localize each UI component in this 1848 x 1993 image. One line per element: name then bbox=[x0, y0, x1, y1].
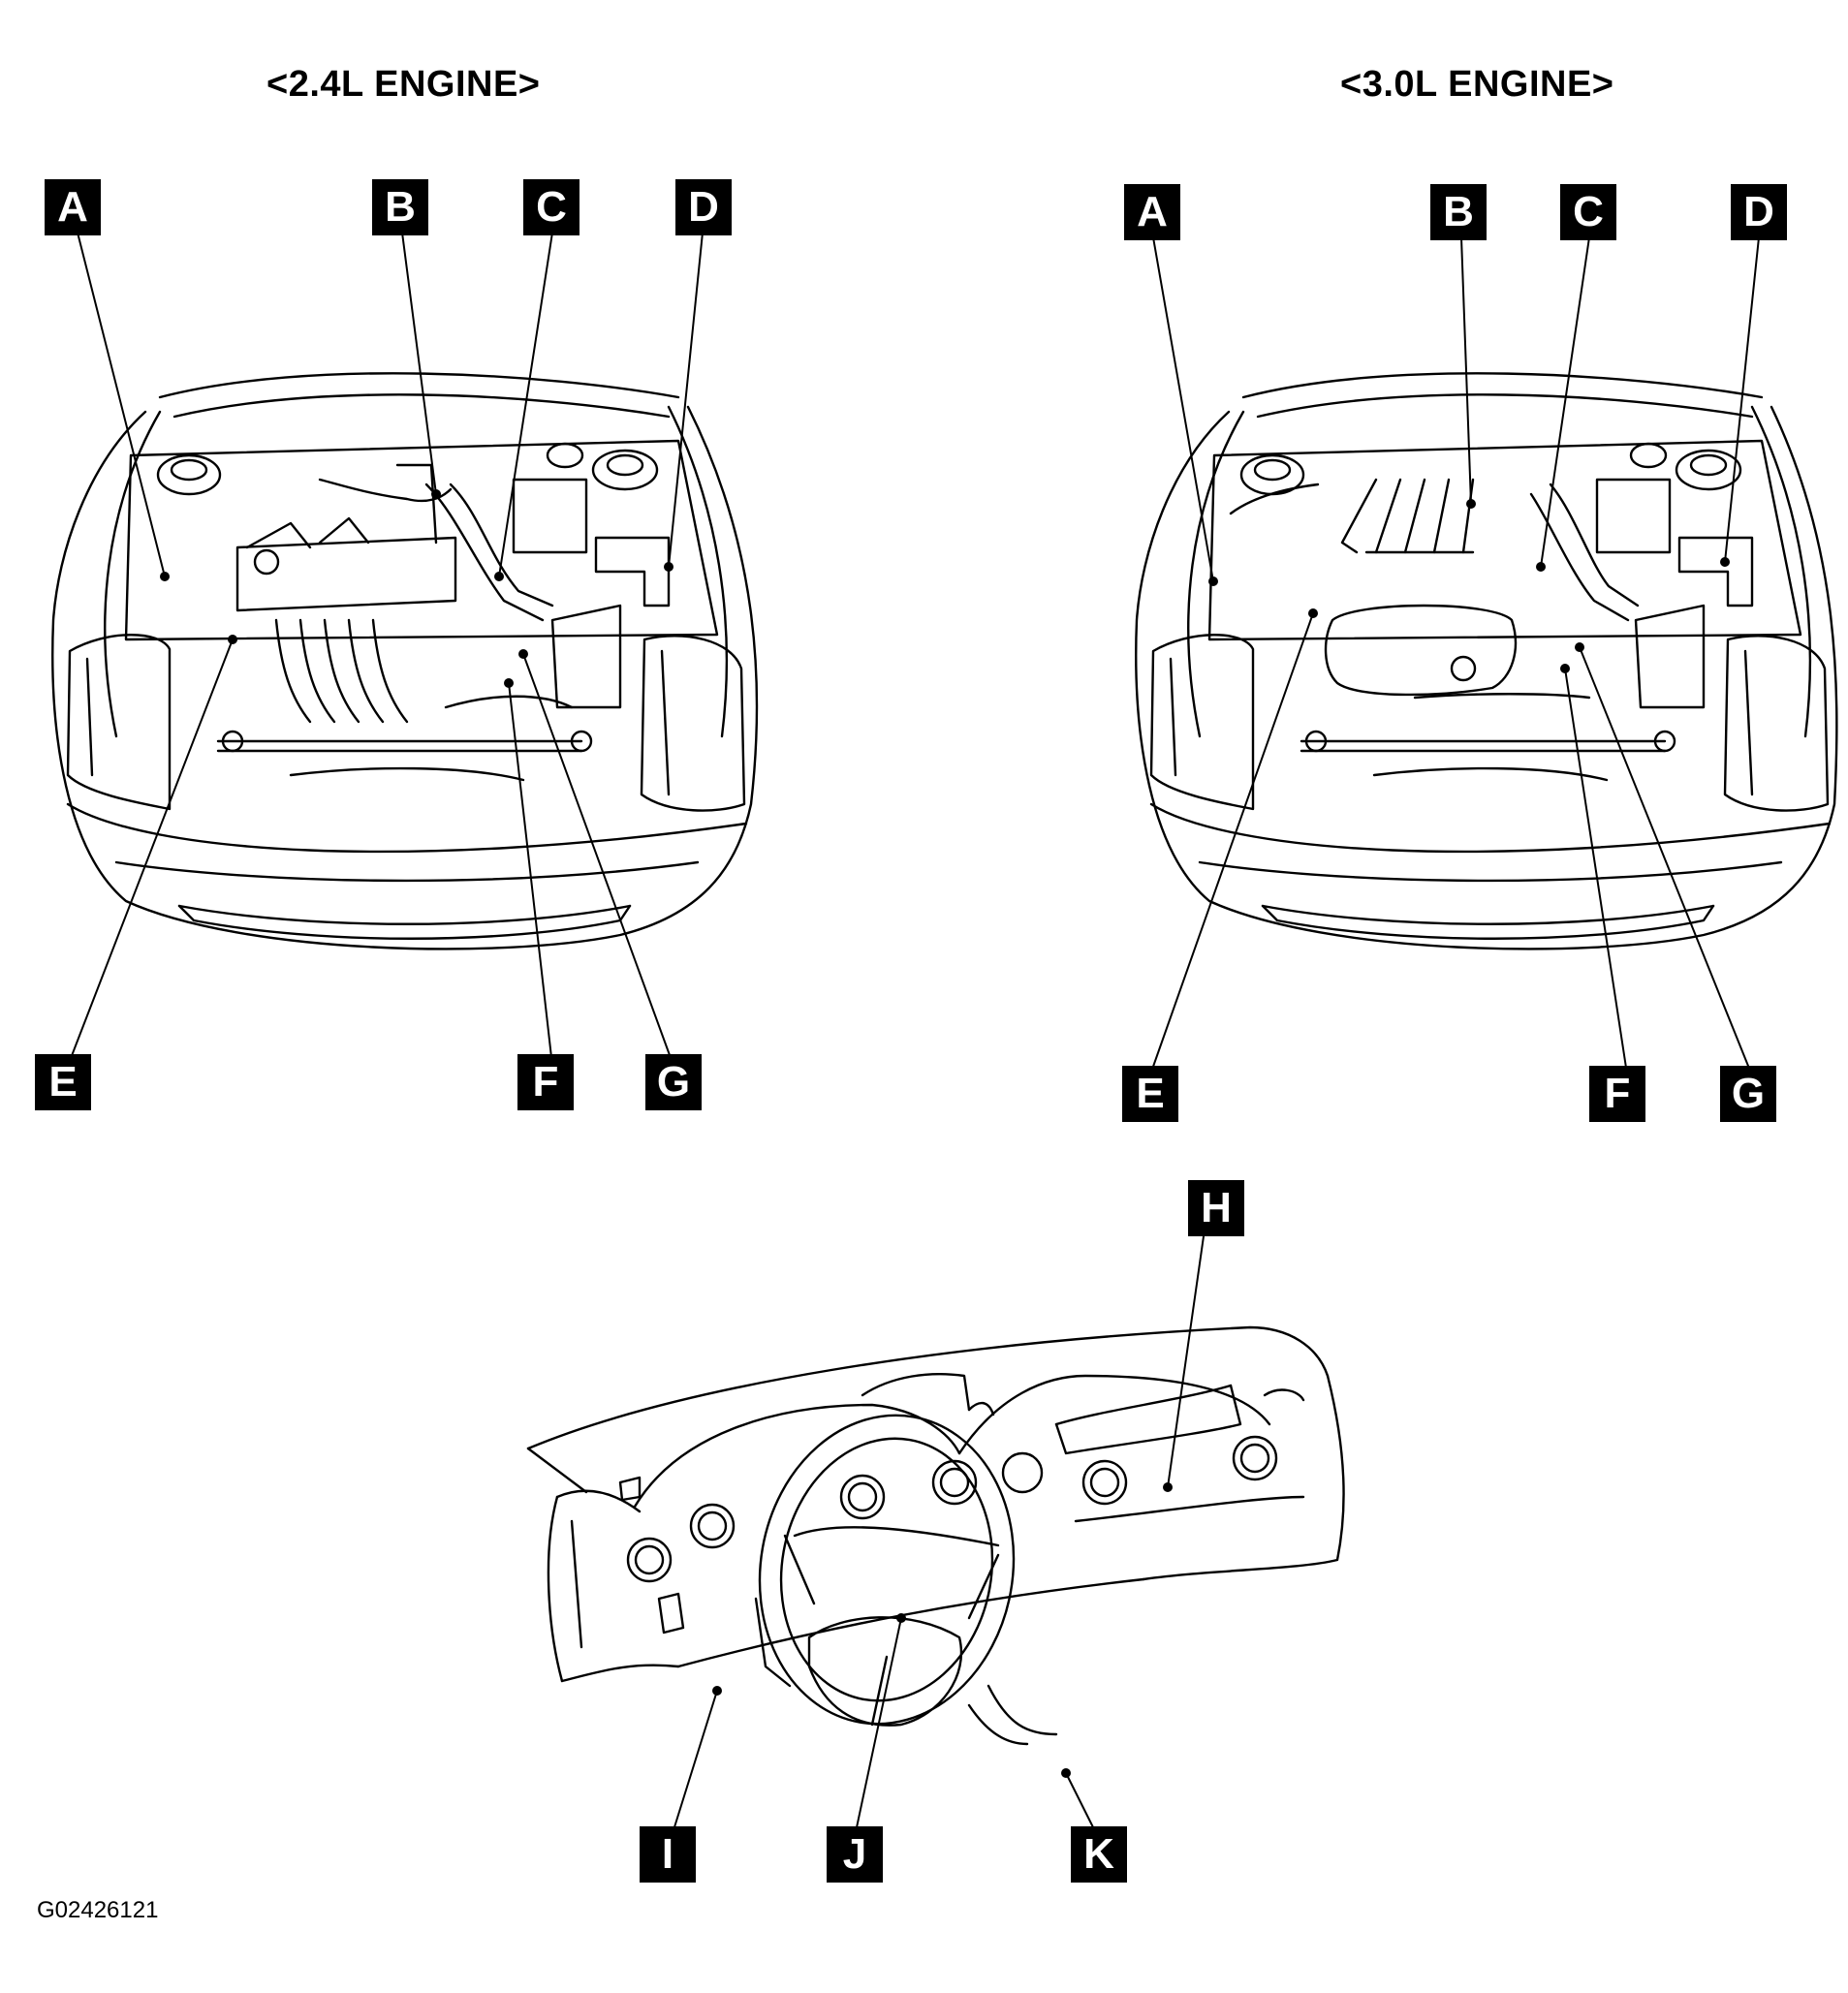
callout-h: H bbox=[1188, 1180, 1244, 1236]
callout-e-24: E bbox=[35, 1054, 91, 1110]
callout-j: J bbox=[827, 1826, 883, 1883]
engine-bay-3-0l bbox=[1135, 236, 1838, 1081]
callout-e-30: E bbox=[1122, 1066, 1178, 1122]
callout-d-30: D bbox=[1731, 184, 1787, 240]
callout-g-24: G bbox=[645, 1054, 702, 1110]
callout-k: K bbox=[1071, 1826, 1127, 1883]
engine-30-title: <3.0L ENGINE> bbox=[1340, 64, 1614, 105]
callout-f-30: F bbox=[1589, 1066, 1645, 1122]
callout-i: I bbox=[640, 1826, 696, 1883]
instrument-panel bbox=[526, 1215, 1345, 1847]
callout-d-24: D bbox=[675, 179, 732, 235]
callout-c-24: C bbox=[523, 179, 579, 235]
callout-f-24: F bbox=[517, 1054, 574, 1110]
engine-bay-2-4l bbox=[51, 232, 759, 1067]
callout-a-30: A bbox=[1124, 184, 1180, 240]
engine-24-title: <2.4L ENGINE> bbox=[266, 64, 541, 105]
callout-b-30: B bbox=[1430, 184, 1487, 240]
callout-c-30: C bbox=[1560, 184, 1616, 240]
callout-a-24: A bbox=[45, 179, 101, 235]
callout-g-30: G bbox=[1720, 1066, 1776, 1122]
callout-b-24: B bbox=[372, 179, 428, 235]
figure-id: G02426121 bbox=[37, 1897, 159, 1923]
